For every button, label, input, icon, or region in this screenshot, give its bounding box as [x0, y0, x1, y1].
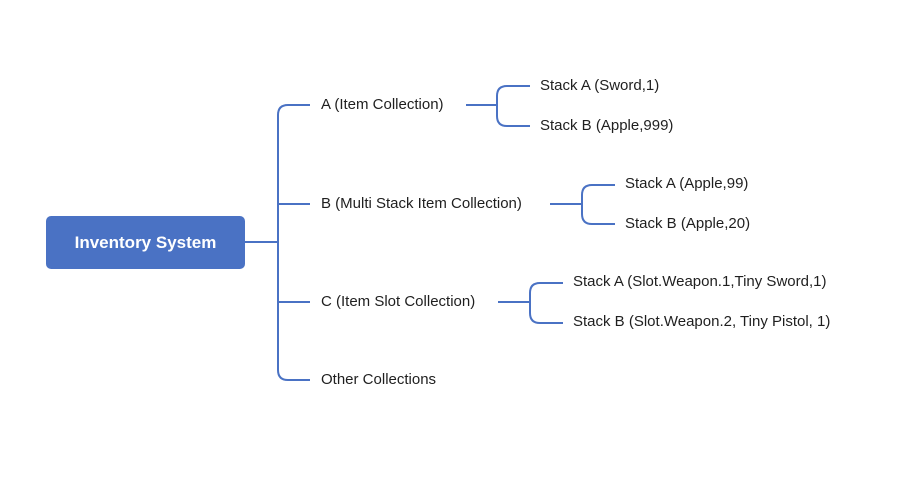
leaf-node-a-2[interactable]: Stack B (Apple,999)	[540, 117, 674, 134]
branch-node-c[interactable]: C (Item Slot Collection)	[321, 293, 476, 310]
branch-node-other[interactable]: Other Collections	[321, 371, 437, 388]
branch-node-b[interactable]: B (Multi Stack Item Collection)	[321, 195, 522, 212]
branch-a-children-line	[496, 85, 530, 127]
branch-b-children-line	[581, 184, 615, 225]
leaf-node-c-2[interactable]: Stack B (Slot.Weapon.2, Tiny Pistol, 1)	[573, 313, 831, 330]
leaf-node-b-1[interactable]: Stack A (Apple,99)	[625, 175, 749, 192]
trunk-line	[277, 104, 310, 381]
root-node-label: Inventory System	[74, 232, 217, 252]
leaf-node-c-1[interactable]: Stack A (Slot.Weapon.1,Tiny Sword,1)	[573, 273, 827, 290]
leaf-node-b-2[interactable]: Stack B (Apple,20)	[625, 215, 751, 232]
branch-c-children-line	[529, 282, 563, 324]
root-node[interactable]: Inventory System	[46, 216, 245, 269]
leaf-node-a-1[interactable]: Stack A (Sword,1)	[540, 77, 660, 94]
branch-node-a[interactable]: A (Item Collection)	[321, 96, 444, 113]
